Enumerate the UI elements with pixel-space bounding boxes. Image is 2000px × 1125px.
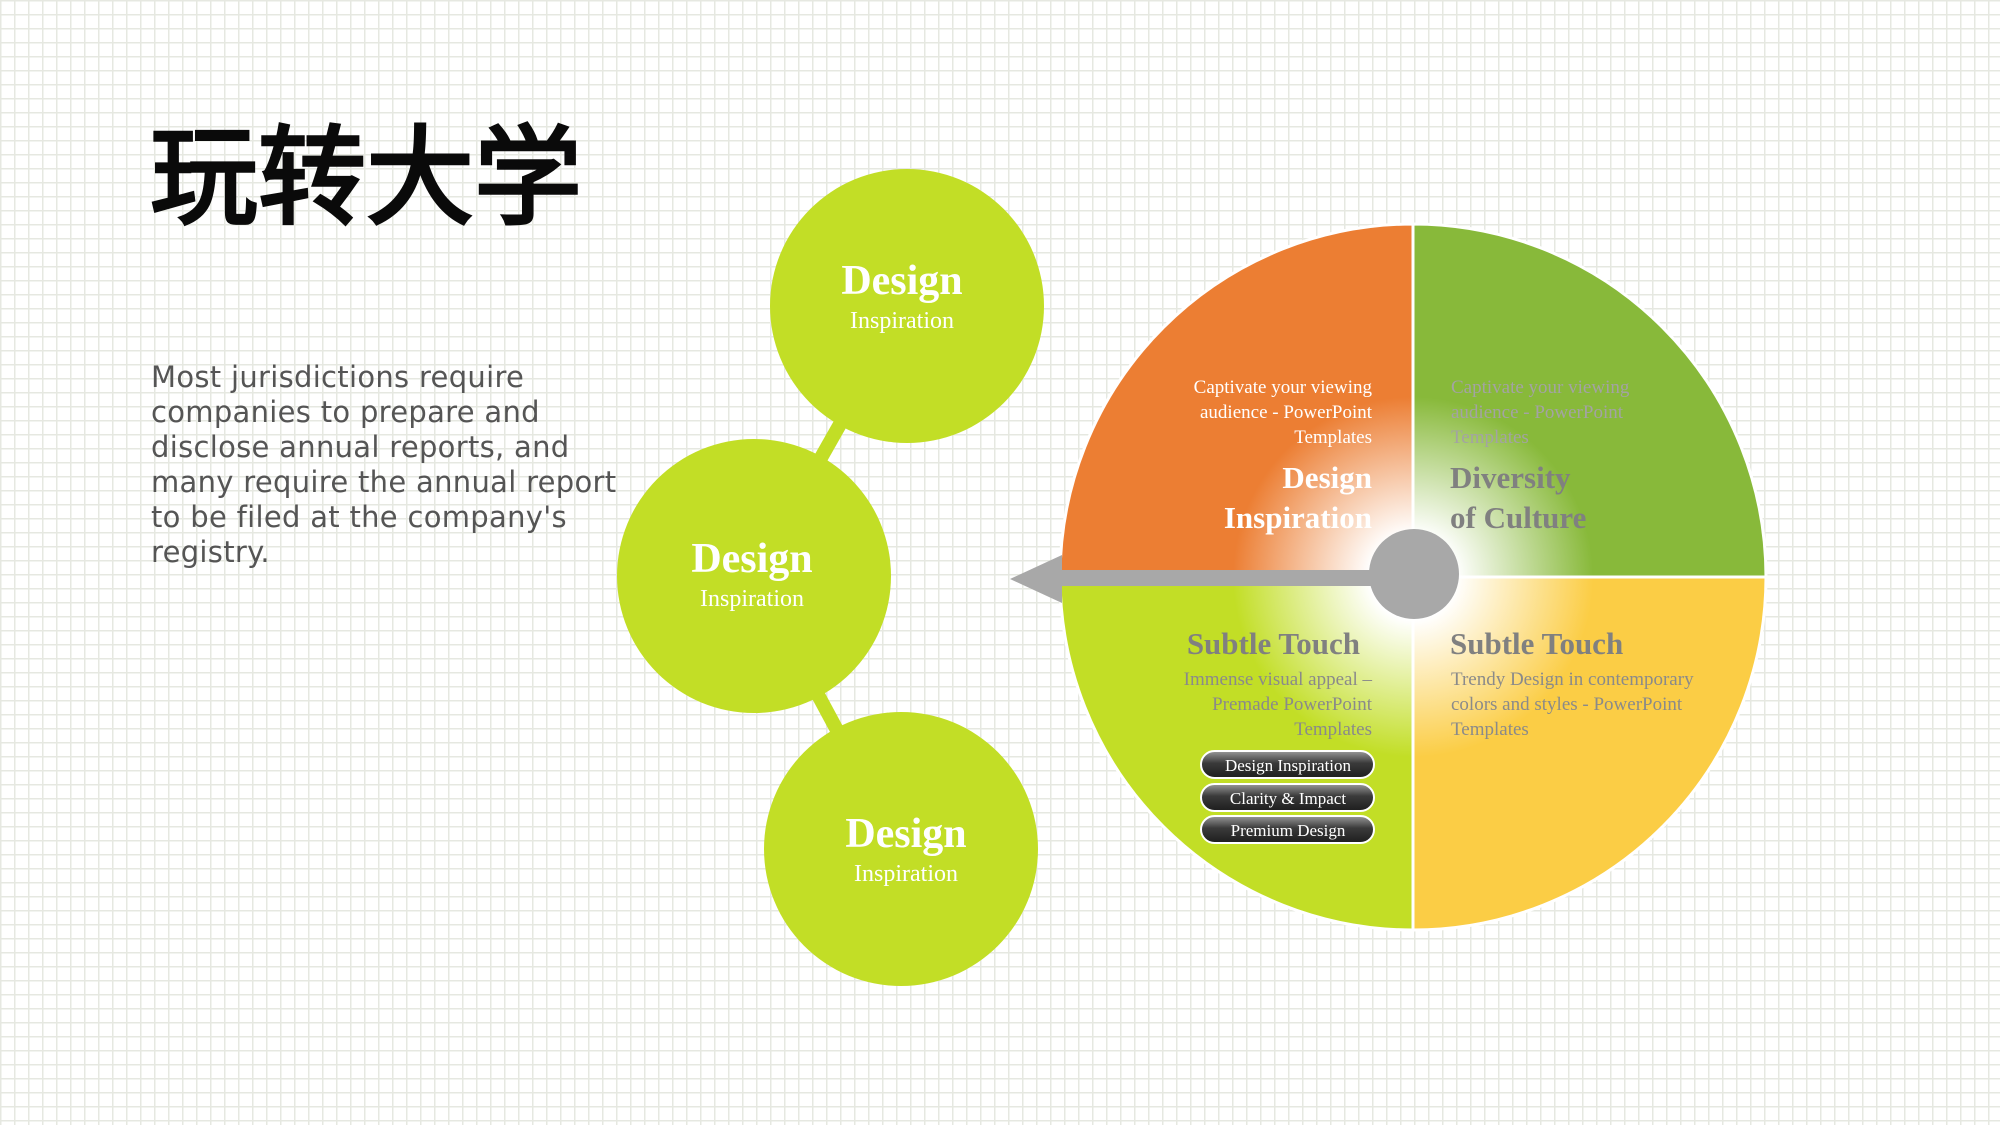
pointer-shaft bbox=[1055, 570, 1415, 586]
quadrant-text-line: Captivate your viewing bbox=[1194, 377, 1373, 398]
quadrant-text-line: Templates bbox=[1294, 719, 1372, 740]
page-title: 玩转大学 bbox=[150, 116, 583, 241]
pill-design-inspiration[interactable]: Design Inspiration bbox=[1200, 750, 1375, 779]
quadrant-text-line: Templates bbox=[1451, 719, 1529, 740]
body-text: Most jurisdictions require companies to … bbox=[151, 360, 617, 569]
quadrant-heading-line: Diversity bbox=[1450, 460, 1571, 495]
circle-heading: Design bbox=[845, 811, 966, 857]
circle-heading: Design bbox=[841, 258, 962, 304]
quadrant-heading-line: Inspiration bbox=[1224, 500, 1372, 535]
hub-circle bbox=[1369, 529, 1459, 619]
quadrant-text-line: audience - PowerPoint bbox=[1451, 402, 1624, 423]
quadrant-bottom-right-text: Trendy Design in contemporary colors and… bbox=[1451, 669, 1694, 740]
circle-node-bottom: Design Inspiration bbox=[764, 712, 1038, 986]
circle-node-top: Design Inspiration bbox=[770, 169, 1044, 443]
circle-heading: Design bbox=[691, 536, 812, 582]
circle-subheading: Inspiration bbox=[700, 586, 804, 612]
pill-label: Design Inspiration bbox=[1225, 756, 1352, 775]
quadrant-top-right-heading: Diversity of Culture bbox=[1450, 460, 1586, 535]
quadrant-text-line: Premade PowerPoint bbox=[1212, 694, 1373, 715]
quadrant-top-right bbox=[1411, 222, 1768, 579]
quadrant-heading-line: of Culture bbox=[1450, 500, 1586, 535]
pill-label: Clarity & Impact bbox=[1230, 789, 1346, 808]
quadrant-text-line: Templates bbox=[1451, 427, 1529, 448]
pill-label: Premium Design bbox=[1231, 821, 1346, 840]
pill-clarity-impact[interactable]: Clarity & Impact bbox=[1200, 783, 1375, 812]
quadrant-top-left-text: Captivate your viewing audience - PowerP… bbox=[1194, 377, 1373, 448]
pill-premium-design[interactable]: Premium Design bbox=[1200, 815, 1375, 844]
quadrant-text-line: Immense visual appeal – bbox=[1184, 669, 1373, 690]
quadrant-bottom-right-heading: Subtle Touch bbox=[1450, 626, 1623, 661]
quadrant-heading-line: Design bbox=[1282, 460, 1372, 495]
quadrant-text-line: audience - PowerPoint bbox=[1200, 402, 1373, 423]
quadrant-bottom-left-text: Immense visual appeal – Premade PowerPoi… bbox=[1184, 669, 1373, 740]
quadrant-top-left-heading: Design Inspiration bbox=[1224, 460, 1372, 535]
circle-subheading: Inspiration bbox=[854, 861, 958, 887]
quadrant-bottom-left-heading: Subtle Touch bbox=[1187, 626, 1360, 661]
quadrant-text-line: colors and styles - PowerPoint bbox=[1451, 694, 1683, 715]
circle-node-middle: Design Inspiration bbox=[617, 439, 891, 713]
quadrant-top-right-text: Captivate your viewing audience - PowerP… bbox=[1451, 377, 1630, 448]
quadrant-bottom-right bbox=[1411, 575, 1768, 932]
circle-subheading: Inspiration bbox=[850, 308, 954, 334]
pointer-arrowhead-icon bbox=[1010, 555, 1062, 603]
quadrant-text-line: Trendy Design in contemporary bbox=[1451, 669, 1694, 690]
quadrant-text-line: Captivate your viewing bbox=[1451, 377, 1630, 398]
quadrant-top-left bbox=[1058, 222, 1415, 579]
quadrant-text-line: Templates bbox=[1294, 427, 1372, 448]
